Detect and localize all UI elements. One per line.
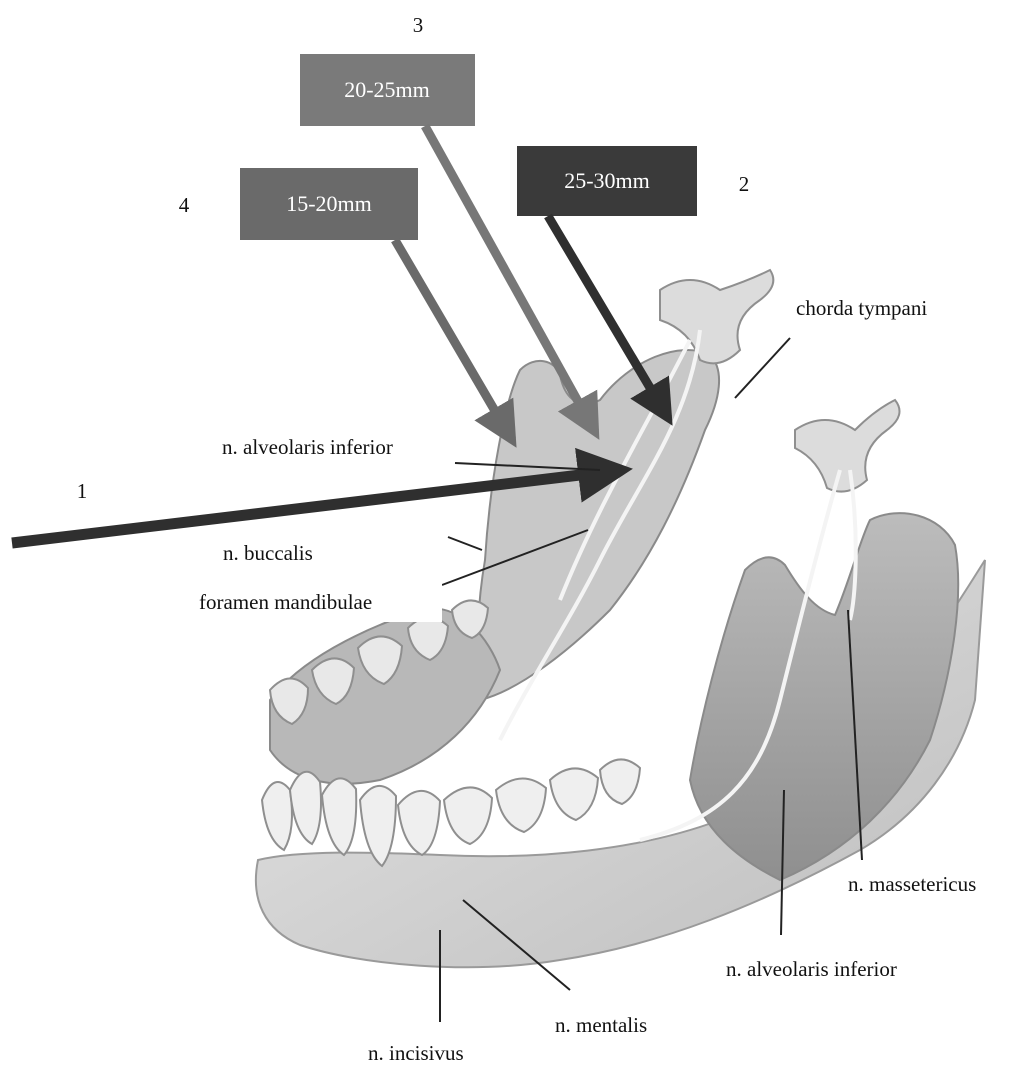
label-n-incisivus: n. incisivus bbox=[368, 1041, 464, 1065]
number-2: 2 bbox=[739, 172, 750, 196]
box-25-30mm-text: 25-30mm bbox=[564, 168, 650, 193]
label-n-mentalis: n. mentalis bbox=[555, 1013, 647, 1037]
label-foramen-mandibulae: foramen mandibulae bbox=[199, 590, 372, 614]
label-chorda-tympani: chorda tympani bbox=[796, 296, 927, 320]
box-15-20mm-text: 15-20mm bbox=[286, 191, 372, 216]
label-n-massetericus: n. massetericus bbox=[848, 872, 976, 896]
number-1: 1 bbox=[77, 479, 88, 503]
box-20-25mm-text: 20-25mm bbox=[344, 77, 430, 102]
number-3: 3 bbox=[413, 13, 424, 37]
number-4: 4 bbox=[179, 193, 190, 217]
label-n-buccalis: n. buccalis bbox=[223, 541, 313, 565]
box-15-20mm: 15-20mm bbox=[240, 168, 418, 240]
box-20-25mm: 20-25mm bbox=[300, 54, 475, 126]
right-ramus bbox=[690, 513, 958, 880]
arrow-15-20mm bbox=[395, 240, 512, 440]
label-n-alveolaris-inferior-top: n. alveolaris inferior bbox=[222, 435, 393, 459]
box-25-30mm: 25-30mm bbox=[517, 146, 697, 216]
label-n-alveolaris-inferior-bottom: n. alveolaris inferior bbox=[726, 957, 897, 981]
